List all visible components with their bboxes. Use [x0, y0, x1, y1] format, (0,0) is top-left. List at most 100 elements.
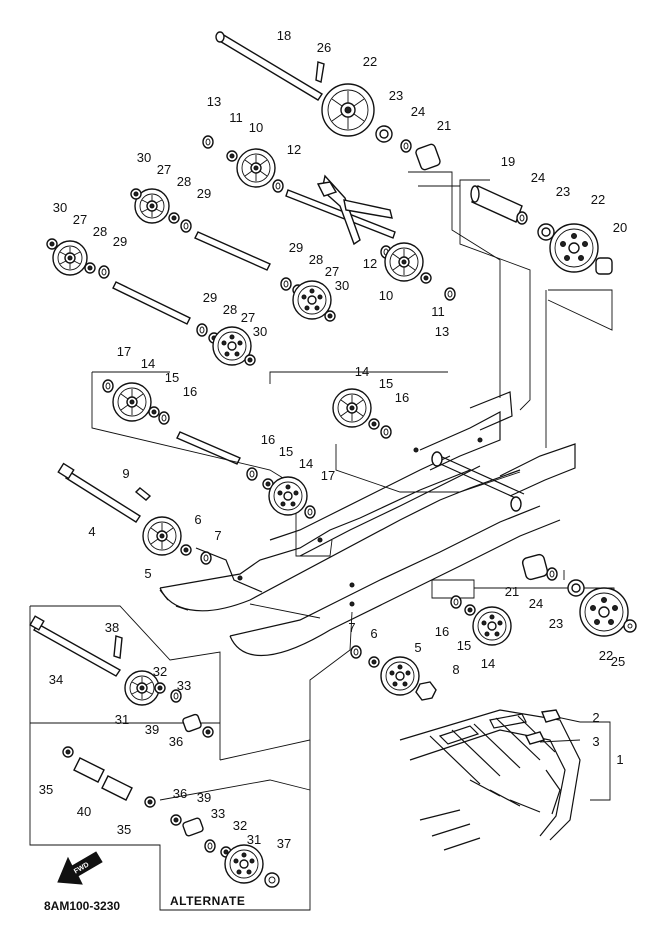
callout-24: 24 — [529, 596, 543, 611]
callout-34: 34 — [49, 672, 63, 687]
callout-29: 29 — [113, 234, 127, 249]
callout-27: 27 — [157, 162, 171, 177]
idler-wheel-22-lower — [579, 587, 629, 637]
callout-15: 15 — [279, 444, 293, 459]
callout-27: 27 — [241, 310, 255, 325]
pin-26 — [315, 61, 325, 83]
callout-22: 22 — [599, 648, 613, 663]
wheel-27-b — [52, 240, 88, 276]
callout-12: 12 — [363, 256, 377, 271]
washer-35-a — [62, 746, 74, 758]
reference-code: 8AM100-3230 — [44, 899, 120, 913]
callout-25: 25 — [611, 654, 625, 669]
callout-30: 30 — [335, 278, 349, 293]
wheel-14-b — [332, 388, 372, 428]
callout-6: 6 — [194, 512, 201, 527]
callout-1: 1 — [616, 752, 623, 767]
bearing-23-lower — [567, 579, 585, 597]
callout-23: 23 — [556, 184, 570, 199]
callout-10: 10 — [379, 288, 393, 303]
forward-arrow-icon: FWD — [57, 851, 103, 885]
callout-33: 33 — [177, 678, 191, 693]
callout-21: 21 — [437, 118, 451, 133]
callout-32: 32 — [233, 818, 247, 833]
spacer-39-a — [182, 713, 202, 733]
callout-10: 10 — [249, 120, 263, 135]
callout-16: 16 — [395, 390, 409, 405]
callout-5: 5 — [144, 566, 151, 581]
spacer-39-b — [182, 817, 204, 837]
callout-21: 21 — [505, 584, 519, 599]
ring-16-a — [158, 411, 170, 425]
guide-lines — [29, 171, 615, 911]
callout-31: 31 — [247, 832, 261, 847]
callout-28: 28 — [309, 252, 323, 267]
callout-20: 20 — [613, 220, 627, 235]
bearing-28-b — [84, 262, 96, 274]
callout-39: 39 — [145, 722, 159, 737]
washer-35-b — [144, 796, 156, 808]
callout-16: 16 — [261, 432, 275, 447]
ring-29-a — [180, 219, 192, 233]
callout-26: 26 — [317, 40, 331, 55]
callout-11: 11 — [431, 304, 445, 319]
callout-38: 38 — [105, 620, 119, 635]
callout-30: 30 — [53, 200, 67, 215]
idler-wheel-22-top — [321, 83, 375, 137]
bearing-32-a — [154, 682, 166, 694]
callout-6: 6 — [370, 626, 377, 641]
callout-17: 17 — [117, 344, 131, 359]
collar-11-mid — [420, 272, 432, 284]
callout-4: 4 — [88, 524, 95, 539]
callout-29: 29 — [289, 240, 303, 255]
clip-17-a — [102, 379, 114, 393]
nut-37 — [264, 872, 280, 888]
callout-19: 19 — [501, 154, 515, 169]
collar-20 — [595, 257, 613, 275]
callout-13: 13 — [435, 324, 449, 339]
collar-21-top — [415, 143, 441, 171]
callout-9: 9 — [122, 466, 129, 481]
ring-29-c — [280, 277, 292, 291]
callout-29: 29 — [197, 186, 211, 201]
callout-36: 36 — [169, 734, 183, 749]
bearing-23-top — [375, 125, 393, 143]
bearing-15-d — [464, 604, 476, 616]
callout-16: 16 — [435, 624, 449, 639]
washer-36-a — [202, 726, 214, 738]
nut-25 — [623, 619, 637, 633]
callout-28: 28 — [223, 302, 237, 317]
collar-40 — [73, 757, 133, 801]
clip-3 — [524, 731, 546, 745]
ring-12-top — [272, 179, 284, 193]
callout-13: 13 — [207, 94, 221, 109]
wheel-5-lower — [380, 656, 420, 696]
collar-11-top — [226, 150, 238, 162]
wheel-14-a — [112, 382, 152, 422]
ring-29-d — [196, 323, 208, 337]
ring-29-b — [98, 265, 110, 279]
callout-40: 40 — [77, 804, 91, 819]
bolt-4 — [57, 462, 141, 523]
idler-wheel-22-right — [549, 223, 599, 273]
callout-8: 8 — [452, 662, 459, 677]
bearing-15-b — [368, 418, 380, 430]
callout-12: 12 — [287, 142, 301, 157]
clip-17-b — [304, 505, 316, 519]
callout-30: 30 — [137, 150, 151, 165]
callout-15: 15 — [379, 376, 393, 391]
callout-16: 16 — [183, 384, 197, 399]
pin-38 — [113, 635, 123, 659]
callout-39: 39 — [197, 790, 211, 805]
wheel-10-top — [236, 148, 276, 188]
callout-29: 29 — [203, 290, 217, 305]
shaft-front — [176, 431, 241, 465]
wheel-10-mid — [384, 242, 424, 282]
nut-8 — [415, 681, 437, 701]
callout-7: 7 — [348, 620, 355, 635]
callout-28: 28 — [93, 224, 107, 239]
callout-labels: 1826222324211311101230272829302728291924… — [39, 28, 627, 851]
alternate-label: ALTERNATE — [170, 894, 245, 908]
washer-30-a — [130, 188, 142, 200]
